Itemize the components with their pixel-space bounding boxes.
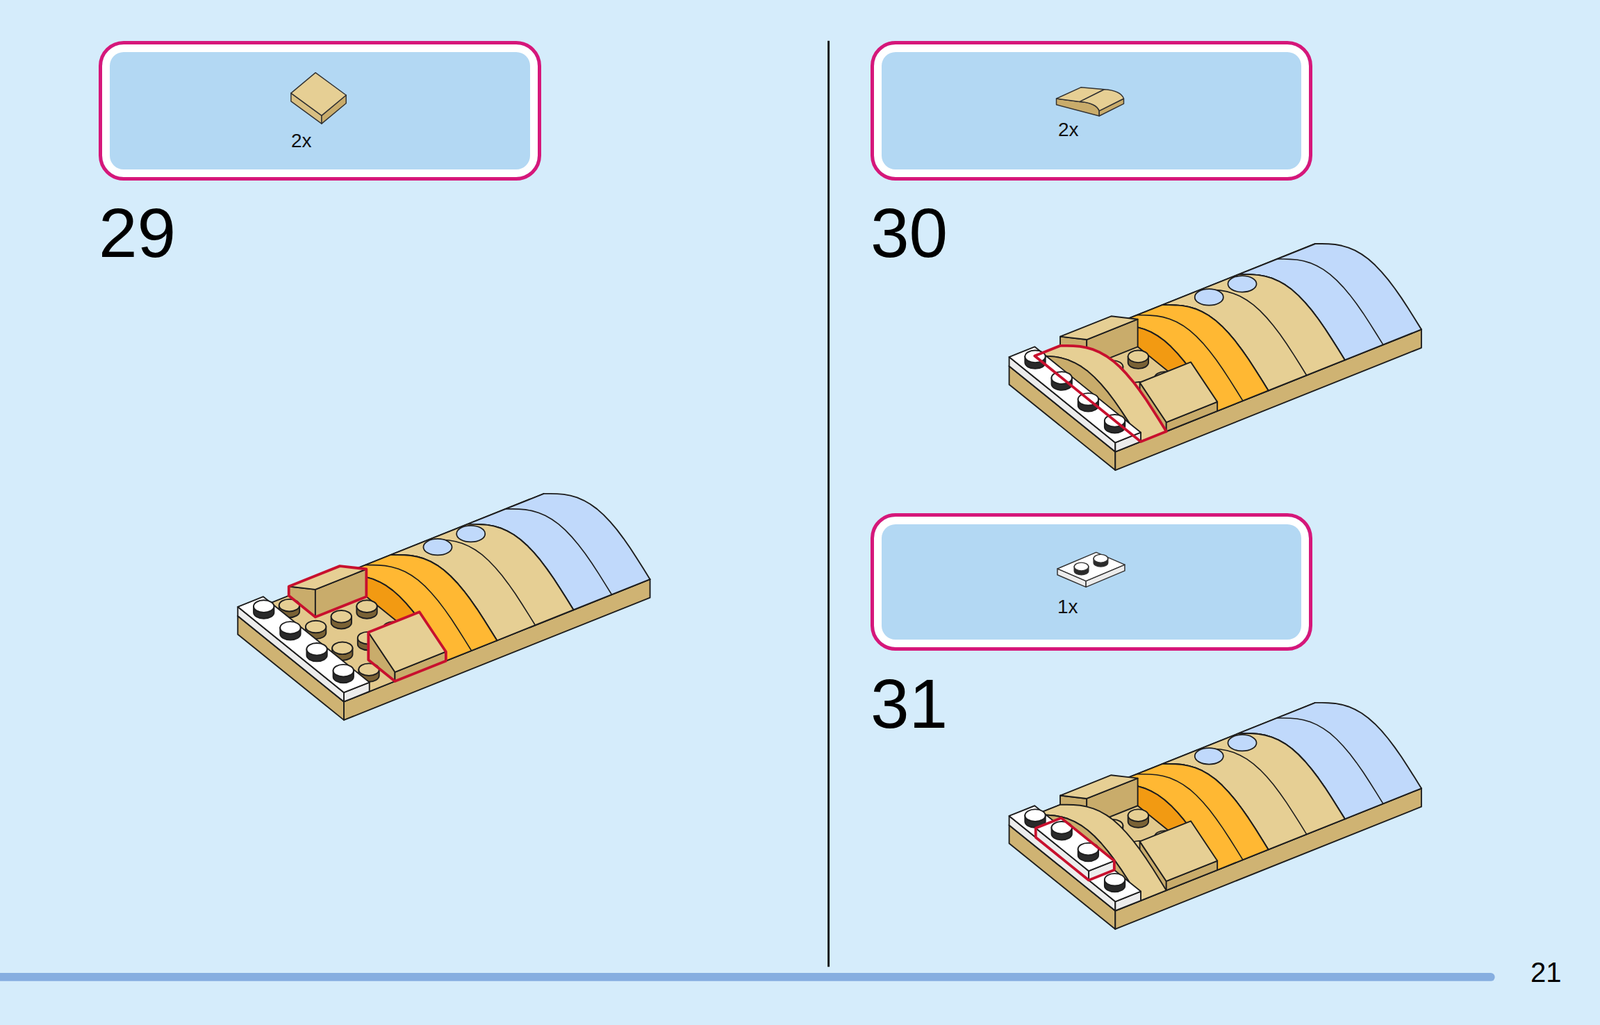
white-plate [237, 596, 369, 693]
part-icon-layer [102, 44, 538, 178]
parts-callout-box: 2x [98, 40, 542, 181]
label-anchor: 31 [870, 669, 948, 739]
step-number: 31 [870, 669, 948, 739]
part-quantity: 1x [1057, 595, 1079, 620]
stud-top [253, 600, 274, 613]
white-plate [1009, 805, 1141, 902]
page-number: 21 [1530, 958, 1562, 987]
part-icon-face [291, 72, 346, 117]
stud-top [1128, 350, 1149, 363]
slope-brick [1060, 775, 1138, 799]
part-icon-stud [1074, 562, 1089, 572]
stud-top [332, 642, 353, 656]
stud-top [356, 600, 377, 613]
part-icon-layer [873, 516, 1309, 648]
white-plate [1009, 816, 1116, 912]
new-part-highlight [1035, 818, 1115, 881]
part-icon-face [1079, 89, 1124, 112]
new-part-highlight [1034, 345, 1166, 442]
stud-top [331, 610, 352, 624]
label-anchor: 21 [1530, 958, 1562, 987]
part-quantity: 2x [1058, 118, 1079, 142]
stud-top [333, 664, 354, 678]
step-number: 29 [98, 198, 176, 268]
part-icon-layer [873, 44, 1309, 178]
white-plate [1035, 818, 1115, 872]
round-tile [1194, 748, 1224, 765]
white-plate [1009, 346, 1141, 443]
page-bar [0, 973, 1496, 982]
round-tile [1227, 735, 1257, 752]
slope-brick [368, 612, 447, 673]
part-quantity: 2x [291, 129, 312, 153]
model-illustration [1009, 243, 1422, 471]
model-illustration [1009, 703, 1422, 930]
part-icon-face [1057, 552, 1125, 581]
parts-callout-box: 2x [870, 40, 1313, 181]
stud-top [1024, 809, 1045, 822]
slope-brick [1060, 316, 1138, 340]
part-icon [1056, 87, 1125, 117]
base-plate [237, 493, 650, 703]
step-number: 30 [870, 198, 948, 268]
new-part-highlight [289, 566, 367, 617]
new-part-highlight [368, 612, 447, 682]
part-icon-stud [1093, 554, 1109, 563]
stud-top [1104, 873, 1125, 887]
base-plate [1009, 243, 1422, 453]
label-anchor: 30 [870, 198, 948, 268]
stud-top [1128, 809, 1149, 822]
round-tile [1227, 275, 1257, 292]
round-tile [1194, 289, 1224, 305]
base-plate [1009, 703, 1422, 912]
round-tile [456, 525, 485, 542]
label-anchor: 29 [98, 198, 176, 268]
part-icon [291, 72, 346, 124]
stud-top [306, 643, 327, 656]
round-tile [423, 539, 452, 556]
stud-top [279, 621, 301, 635]
parts-callout-box: 1x [870, 513, 1313, 651]
part-icon [1057, 552, 1125, 588]
panel-divider [827, 40, 830, 968]
model-illustration [237, 493, 650, 721]
stud-top [305, 621, 326, 634]
